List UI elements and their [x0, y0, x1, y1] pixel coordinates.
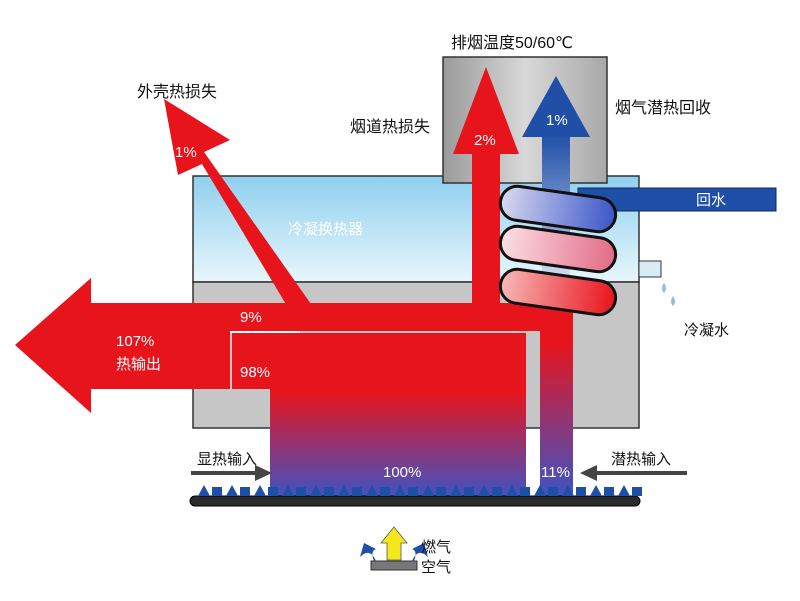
latent-input-value: 11% [541, 464, 570, 481]
flame-mark [450, 485, 462, 496]
shell-loss-label: 外壳热损失 [137, 84, 218, 101]
flame-mark [408, 487, 418, 496]
flame-mark [590, 485, 602, 496]
flame-mark [352, 487, 362, 496]
flame-mark [422, 485, 434, 496]
gas-air-inlet-icon [360, 526, 428, 571]
burner-flames [198, 485, 642, 496]
flame-mark [562, 485, 574, 496]
heat-output-label: 热输出 [116, 356, 162, 373]
flame-mark [380, 487, 390, 496]
flame-mark [520, 487, 530, 496]
sensible-input-label: 显热输入 [197, 451, 258, 468]
sensible-input-value: 100% [383, 464, 422, 481]
flame-mark [240, 487, 250, 496]
flame-mark [338, 485, 350, 496]
flame-mark [226, 485, 238, 496]
heat-output-value: 107% [116, 333, 155, 350]
exhaust-temp-label: 排烟温度50/60℃ [451, 35, 574, 52]
gas-label: 燃气 [421, 539, 452, 556]
latent-recovery-value: 1% [546, 112, 568, 129]
flame-mark [254, 485, 266, 496]
flame-mark [576, 487, 586, 496]
flame-mark [548, 487, 558, 496]
flame-mark [478, 485, 490, 496]
sensible-input-arrow [191, 465, 272, 481]
flame-mark [310, 485, 322, 496]
flame-mark [604, 487, 614, 496]
condensate-outlet [638, 260, 662, 278]
flue-loss-value: 2% [474, 132, 496, 149]
flame-mark [268, 487, 278, 496]
heat-exchanger-coil [498, 184, 618, 317]
flame-mark [534, 485, 546, 496]
split-9-value: 9% [240, 309, 262, 326]
latent-input-column [540, 303, 573, 500]
flame-mark [296, 487, 306, 496]
flame-mark [436, 487, 446, 496]
condensing-exchanger-label: 冷凝换热器 [288, 221, 364, 238]
shell-loss-arrow [164, 99, 330, 331]
air-label: 空气 [421, 559, 452, 576]
latent-recovery-label: 烟气潜热回收 [615, 100, 712, 117]
flue-loss-label: 烟道热损失 [350, 119, 431, 136]
flame-mark [464, 487, 474, 496]
flame-mark [618, 485, 630, 496]
flue-loss-arrowhead [453, 67, 519, 154]
heat-output-arrow [15, 278, 231, 413]
shell-loss-value: 1% [175, 144, 197, 161]
latent-input-arrow [580, 465, 687, 481]
latent-input-label: 潜热输入 [611, 451, 672, 468]
condensate-drops [662, 283, 675, 306]
flame-mark [212, 487, 222, 496]
flue-loss-column [472, 150, 500, 310]
return-water-label: 回水 [696, 192, 727, 209]
latent-recovery-arrowhead [522, 76, 590, 137]
burner-flow-main [270, 333, 526, 500]
flame-mark [366, 485, 378, 496]
split-98-value: 98% [240, 364, 271, 381]
flame-mark [324, 487, 334, 496]
flame-mark [632, 487, 642, 496]
flame-mark [198, 485, 210, 496]
burner-plate [189, 495, 641, 507]
flame-mark [492, 487, 502, 496]
flame-mark [394, 485, 406, 496]
flame-mark [282, 485, 294, 496]
flame-mark [506, 485, 518, 496]
condensate-label: 冷凝水 [684, 322, 730, 339]
